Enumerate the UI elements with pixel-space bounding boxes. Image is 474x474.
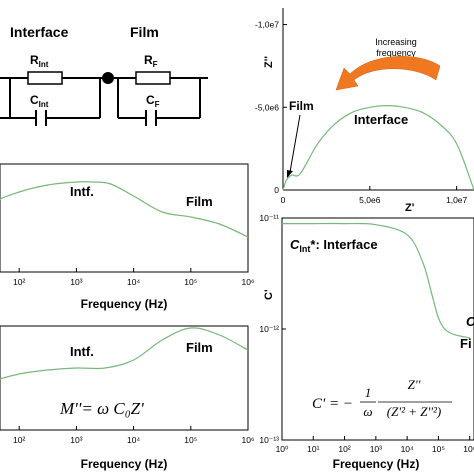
nyquist-y-tick-label: 0 [274,185,279,195]
nyquist-x-tick-label: 0 [281,195,286,205]
c-prime-y-tick-label: 10⁻¹¹ [259,213,279,223]
nyquist-ylabel: Z'' [263,56,275,68]
c-prime-annotation-interface: CInt*: Interface [290,237,378,254]
m-x-tick-label: 10⁵ [184,435,197,445]
increasing-frequency-label-2: frequency [376,48,416,58]
c-prime-y-tick-label: 10⁻¹² [259,324,279,334]
c-prime-x-tick-label: 10⁶ [463,444,474,454]
c-prime-annotation-film-c: C [466,314,474,329]
m-x-tick-label: 10³ [70,277,82,287]
m-x-tick-label: 10⁴ [127,435,140,445]
c-prime-annotation-film-fi: Fi [460,336,472,351]
resistor-f [135,71,171,85]
c-prime-plot: C' 10⁻¹¹10⁻¹²10⁻¹³10⁰10¹10²10³10⁴10⁵10⁶ … [259,213,474,471]
m-upper-annotation-film: Film [186,194,213,209]
m-x-tick-label: 10⁶ [242,435,255,445]
c-prime-x-tick-label: 10⁰ [276,444,289,454]
m-x-tick-label: 10² [13,277,25,287]
m-upper-annotation-intf: Intf. [70,184,94,199]
c-prime-xlabel: Frequency (Hz) [333,457,420,471]
m-x-tick-label: 10⁵ [184,277,197,287]
nyquist-y-tick-label: -1,0e7 [255,20,279,30]
equation-c-prime-omega: ω [363,404,372,419]
increasing-frequency-arrow [335,56,441,91]
m-lower-frame [0,325,249,431]
c-prime-x-tick-label: 10³ [370,444,382,454]
nyquist-x-tick-label: 5,0e6 [359,195,381,205]
m-upper-xlabel: Frequency (Hz) [81,297,168,311]
m-upper-curve [0,181,249,238]
nyquist-annotation-interface: Interface [354,112,408,127]
circuit-label-film: Film [130,24,159,40]
m-x-tick-label: 10² [13,435,25,445]
label-r-int: RInt [30,53,49,69]
m-upper-frame [0,163,249,273]
equation-m-double-prime: M''= ω C₀Z' [59,399,144,418]
m-x-tick-label: 10⁶ [242,277,255,287]
circuit-node [102,72,114,84]
nyquist-xlabel: Z' [405,202,415,214]
nyquist-curve [282,104,474,191]
film-pointer-arrowhead [287,170,293,178]
m-lower-annotation-intf: Intf. [70,344,94,359]
resistor-int [27,71,63,85]
label-c-int: CInt [30,93,49,109]
c-prime-ylabel: C' [263,289,275,300]
m-lower-curve [0,327,249,380]
m-x-tick-label: 10⁴ [127,277,140,287]
c-prime-x-tick-label: 10¹ [307,444,319,454]
equation-c-prime-denominator: (Z'² + Z''²) [387,404,442,419]
nyquist-x-tick-label: 1,0e7 [446,195,468,205]
m-double-prime-upper-plot: 10² 10³ 10⁴ 10⁵ 10⁶ Intf. Film Frequency (Hz… [0,163,255,311]
equation-c-prime-numerator: Z'' [408,377,421,392]
equation-c-prime-lhs: C' = − [312,396,353,412]
label-r-f: RF [144,53,158,69]
label-c-f: CF [146,93,160,109]
increasing-frequency-label-1: Increasing [375,37,417,47]
nyquist-annotation-film: Film [289,99,314,113]
c-prime-x-tick-label: 10² [338,444,350,454]
m-lower-annotation-film: Film [186,340,213,355]
nyquist-y-tick-label: -5,0e6 [255,102,279,112]
film-pointer-arrow [289,114,301,173]
c-prime-y-tick-label: 10⁻¹³ [259,435,279,445]
circuit-label-interface: Interface [10,24,69,40]
c-prime-x-tick-label: 10⁴ [401,444,414,454]
c-prime-curve [282,222,470,339]
equivalent-circuit: Interface Film RInt CInt RF CF [0,24,208,126]
equation-c-prime-one: 1 [365,385,372,400]
nyquist-plot: Z'' Z' -1,0e7 -5,0e6 00 5,0e6 1,0e7 Film Int… [255,8,474,214]
c-prime-x-tick-label: 10⁵ [432,444,445,454]
m-x-tick-label: 10³ [70,435,82,445]
m-lower-xlabel: Frequency (Hz) [81,457,168,471]
m-double-prime-lower-plot: 10² 10³ 10⁴ 10⁵ 10⁶ Intf. Film M''= ω C₀Z' F… [0,325,255,471]
